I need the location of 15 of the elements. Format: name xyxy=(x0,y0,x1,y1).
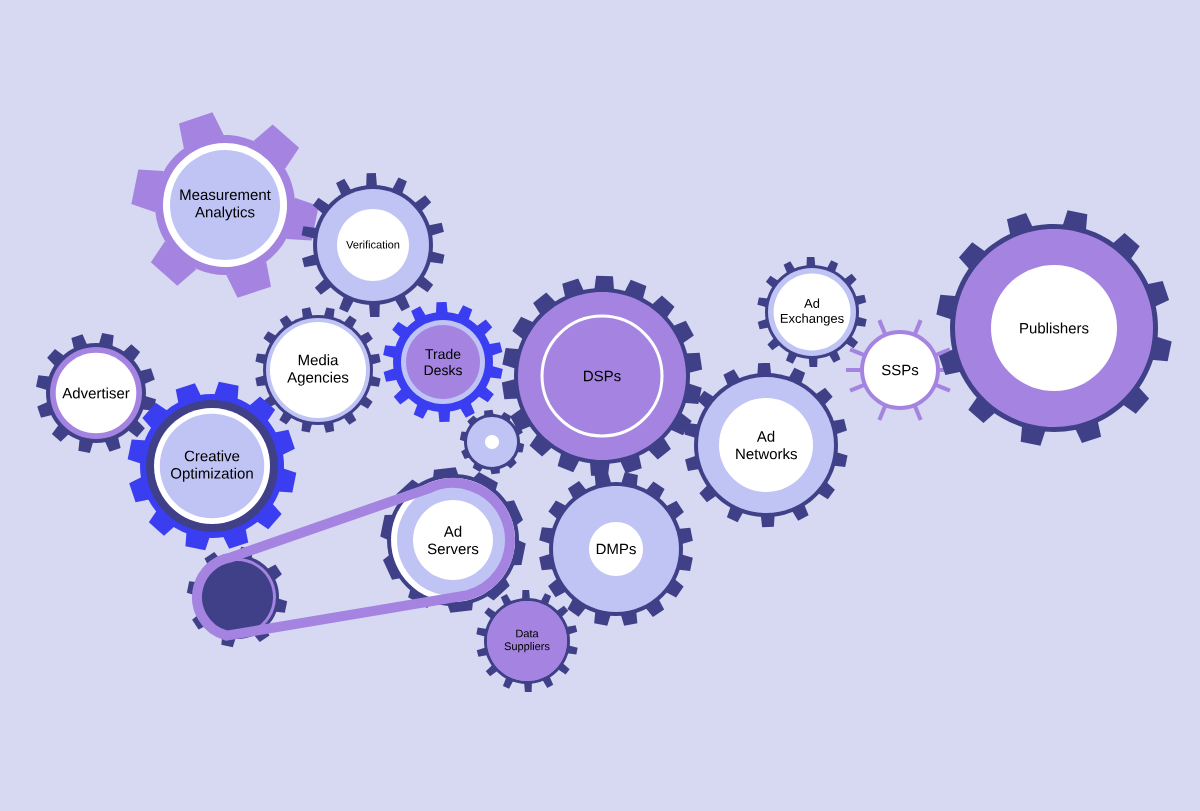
gear-icon xyxy=(459,409,525,475)
gear: Data Suppliers xyxy=(476,589,578,693)
gear: Measurement Analytics xyxy=(131,112,319,298)
gear-icon xyxy=(186,546,288,648)
gear: DSPs xyxy=(501,275,703,477)
gear: Ad Networks xyxy=(684,362,848,528)
gear: DMPs xyxy=(539,472,693,626)
belt xyxy=(192,478,515,641)
gear: Media Agencies xyxy=(255,307,381,433)
gear: Trade Desks xyxy=(383,301,503,423)
gear: Ad Servers xyxy=(380,467,526,613)
gear: Ad Exchanges xyxy=(757,256,867,368)
gear: Advertiser xyxy=(36,333,156,453)
gear: Publishers xyxy=(936,210,1172,446)
gear: Verification xyxy=(301,172,445,318)
